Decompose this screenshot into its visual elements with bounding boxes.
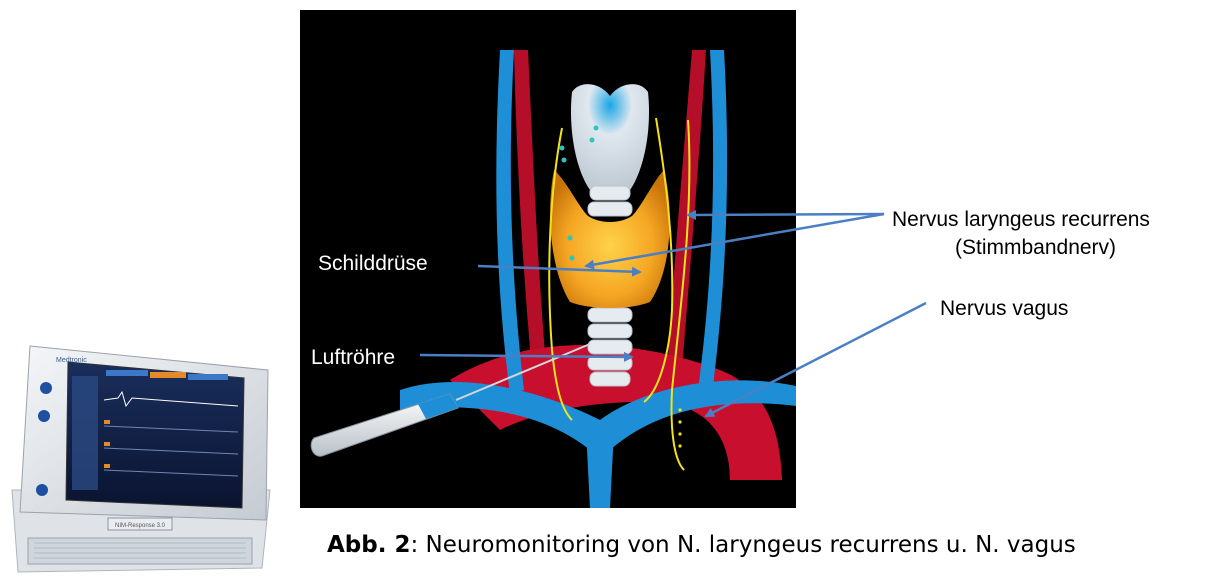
figure-caption: Abb. 2: Neuromonitoring von N. laryngeus… [327,532,1076,558]
knob-bottom[interactable] [36,484,48,496]
label-stimmbandnerv: (Stimmbandnerv) [955,236,1116,260]
label-nervus-laryngeus: Nervus laryngeus recurrens [892,208,1150,232]
caption-text: : Neuromonitoring von N. laryngeus recur… [410,532,1075,558]
device-model-label: NIM-Response 3.0 [115,523,166,529]
knob-middle[interactable] [38,410,50,422]
knob-top[interactable] [40,382,52,394]
label-nervus-vagus: Nervus vagus [940,297,1068,321]
label-schilddruese: Schilddrüse [318,252,428,276]
label-luftroehre: Luftröhre [311,346,395,370]
caption-prefix: Abb. 2 [327,532,410,558]
nim-monitor-device: NIM-Response 3.0 Medtronic [0,340,290,577]
